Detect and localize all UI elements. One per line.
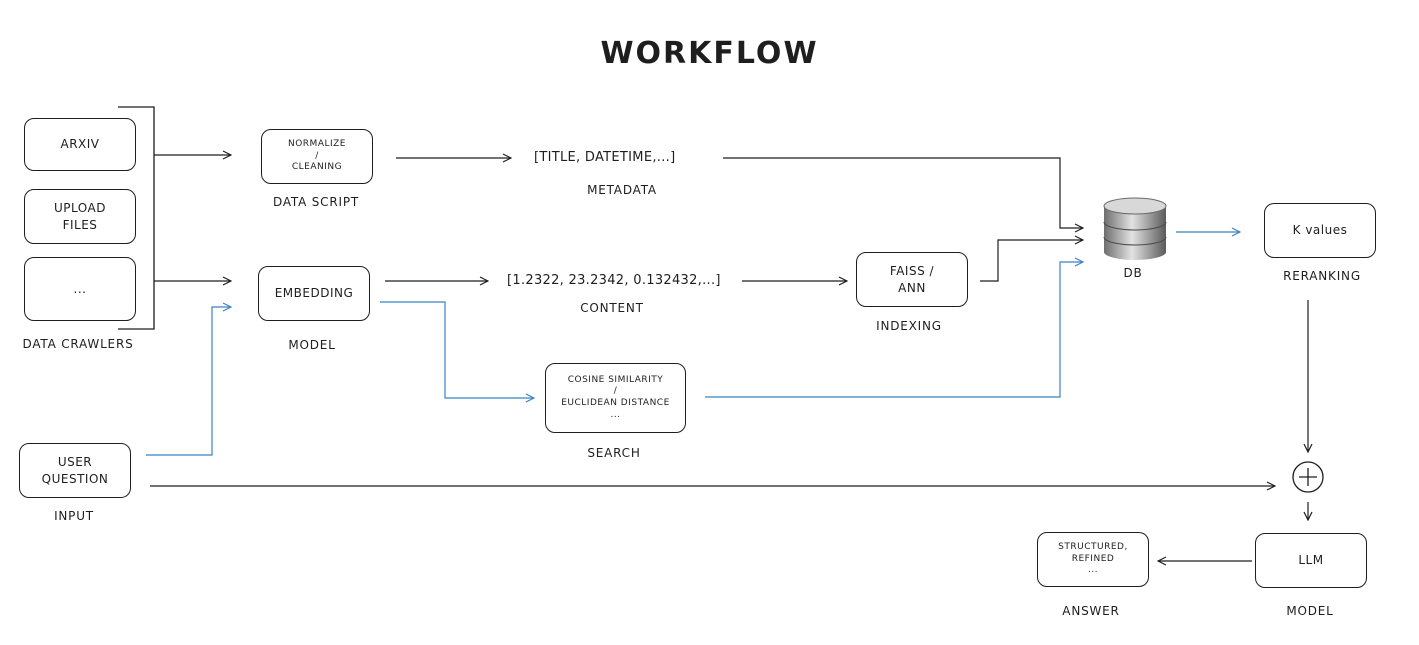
search-line-1: COSINE SIMILARITY <box>567 374 664 385</box>
script-line-2: / <box>315 150 319 161</box>
embedding-label: EMBEDDING <box>274 286 354 301</box>
content-caption: CONTENT <box>580 301 644 315</box>
llm-label: LLM <box>1298 553 1324 568</box>
answer-caption: ANSWER <box>1062 604 1120 618</box>
embedding-node: EMBEDDING <box>258 266 370 321</box>
faiss-line-1: FAISS / <box>889 264 935 279</box>
search-line-4: ... <box>610 409 621 420</box>
k-values-node: K values <box>1264 203 1376 258</box>
answer-node: STRUCTURED, REFINED ... <box>1037 532 1149 587</box>
metadata-value: [TITLE, DATETIME,...] <box>534 150 676 165</box>
script-line-1: NORMALIZE <box>287 138 346 149</box>
plus-circle-icon <box>1292 461 1324 493</box>
upload-line-2: FILES <box>62 217 98 232</box>
faiss-ann-node: FAISS / ANN <box>856 252 968 307</box>
answer-line-3: ... <box>1087 565 1099 576</box>
script-line-3: CLEANING <box>291 162 343 173</box>
content-value: [1.2322, 23.2342, 0.132432,...] <box>507 273 721 288</box>
search-caption: SEARCH <box>587 446 641 460</box>
data-script-caption: DATA SCRIPT <box>273 195 359 209</box>
data-crawlers-caption: DATA CRAWLERS <box>22 337 134 351</box>
indexing-caption: INDEXING <box>876 319 942 333</box>
crawlers-bracket <box>118 106 155 330</box>
arrow-input-to-embedding <box>146 307 231 456</box>
upload-line-1: UPLOAD <box>54 201 106 216</box>
normalize-cleaning-node: NORMALIZE / CLEANING <box>261 129 373 184</box>
more-crawlers-label: ... <box>73 281 87 296</box>
input-caption: INPUT <box>54 509 94 523</box>
user-question-node: USER QUESTION <box>19 443 131 498</box>
faiss-line-2: ANN <box>898 280 926 295</box>
answer-line-2: REFINED <box>1071 553 1115 564</box>
arrow-indexing-to-db <box>980 240 1083 282</box>
llm-node: LLM <box>1255 533 1367 588</box>
arrow-search-to-db <box>705 262 1083 398</box>
search-line-2: / <box>613 386 618 397</box>
question-line-2: QUESTION <box>41 471 109 486</box>
upload-files-node: UPLOAD FILES <box>24 189 136 244</box>
reranking-caption: RERANKING <box>1283 269 1361 283</box>
arrow-embedding-to-search <box>380 301 534 398</box>
database-icon <box>1103 197 1167 260</box>
db-caption: DB <box>1123 266 1143 280</box>
arrow-metadata-to-db <box>723 157 1083 228</box>
diagram-title: WORKFLOW <box>600 36 819 71</box>
arxiv-label: ARXIV <box>60 137 100 152</box>
metadata-caption: METADATA <box>587 183 657 197</box>
search-line-3: EUCLIDEAN DISTANCE <box>561 398 670 408</box>
answer-line-1: STRUCTURED, <box>1058 541 1128 552</box>
llm-model-caption: MODEL <box>1286 604 1334 618</box>
more-crawlers-node: ... <box>24 257 136 321</box>
similarity-search-node: COSINE SIMILARITY / EUCLIDEAN DISTANCE .… <box>545 363 686 433</box>
arxiv-node: ARXIV <box>24 118 136 171</box>
question-line-1: USER <box>57 455 93 470</box>
k-values-label: K values <box>1292 223 1348 238</box>
embedding-model-caption: MODEL <box>288 338 336 352</box>
